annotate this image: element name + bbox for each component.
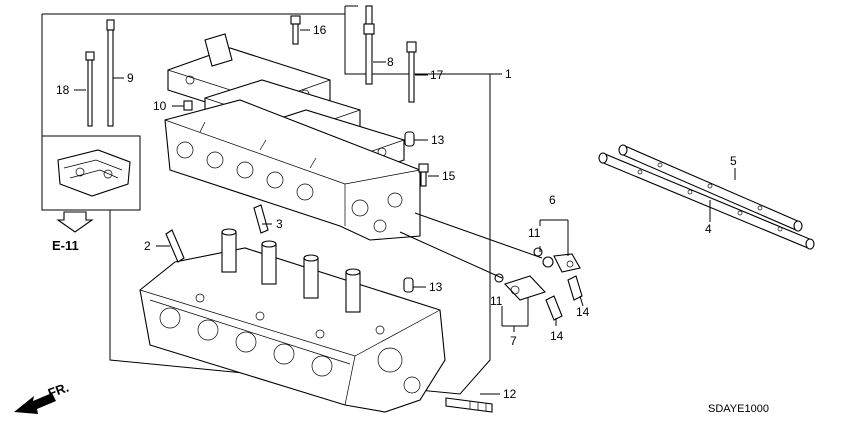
callout-1: 1 [505,67,512,81]
dowel-pin-13-lower [403,277,414,293]
inset-bracket-drawing [57,149,131,197]
dowel-2 [165,229,185,263]
plug-tube-1 [221,228,237,273]
plug-tube-2 [261,240,277,285]
callout-11-upper: 11 [528,226,541,240]
oil-pipe-5 [598,152,815,250]
callout-10: 10 [153,99,167,113]
bolt-17 [406,41,417,103]
oil-pressure-sensor-6 [542,253,581,273]
dowel-3 [253,204,269,234]
inset-box [41,135,141,211]
callout-12: 12 [503,387,517,401]
callout-6: 6 [549,193,556,207]
callout-2: 2 [144,239,151,253]
reference-arrow-icon [56,211,94,233]
callout-5: 5 [730,154,737,168]
callout-13-upper: 13 [431,133,445,147]
reference-label: E-11 [52,238,79,253]
cylinder-head [139,247,446,413]
bolt-14-upper [567,275,583,301]
plug-10 [183,100,193,111]
stud-12 [445,397,493,413]
bolt-18 [85,51,95,127]
bolt-14-lower [545,295,563,321]
rocker-arm-assembly [164,99,421,241]
front-arrow-icon [14,393,56,414]
callout-4: 4 [705,222,712,236]
diagram-code: SDAYE1000 [708,403,769,415]
callout-17: 17 [430,68,444,82]
callout-3: 3 [276,217,283,231]
callout-13-lower: 13 [429,280,443,294]
plug-tube-3 [303,254,319,299]
bolt-15 [418,163,429,187]
callout-8: 8 [387,55,394,69]
callout-18: 18 [56,83,70,97]
plug-tube-4 [345,268,361,313]
front-label: FR. [46,380,71,401]
bolt-16 [290,15,301,45]
oil-pressure-switch-7 [504,275,546,301]
callout-11-lower: 11 [490,294,503,308]
oil-pipe-4 [618,144,803,232]
callout-9: 9 [127,71,134,85]
callout-15: 15 [442,169,456,183]
callout-16: 16 [313,23,327,37]
callout-14-lower: 14 [550,329,564,343]
stud-8 [363,5,375,85]
dowel-pin-13-upper [404,131,415,147]
callout-14-upper: 14 [576,305,590,319]
washer-11-upper [533,247,543,257]
bolt-9 [106,19,115,127]
callout-7: 7 [510,334,517,348]
leader-lines [74,29,736,395]
